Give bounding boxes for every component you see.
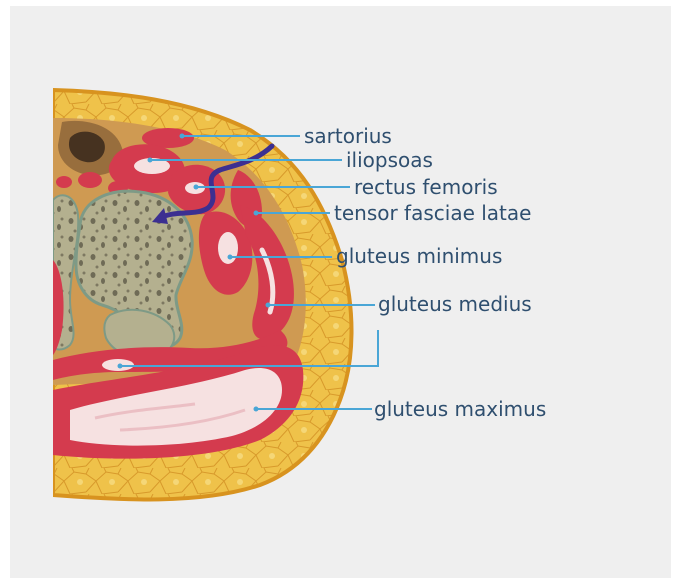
label-iliopsoas: iliopsoas [346, 150, 433, 170]
label-rectus-femoris: rectus femoris [354, 177, 498, 197]
label-gluteus-minimus: gluteus minimus [336, 246, 502, 266]
label-gluteus-maximus: gluteus maximus [374, 399, 546, 419]
label-tensor-fasciae-latae: tensor fasciae latae [334, 203, 531, 223]
label-sartorius: sartorius [304, 126, 392, 146]
label-gluteus-medius: gluteus medius [378, 294, 532, 314]
anatomy-section [53, 90, 352, 499]
